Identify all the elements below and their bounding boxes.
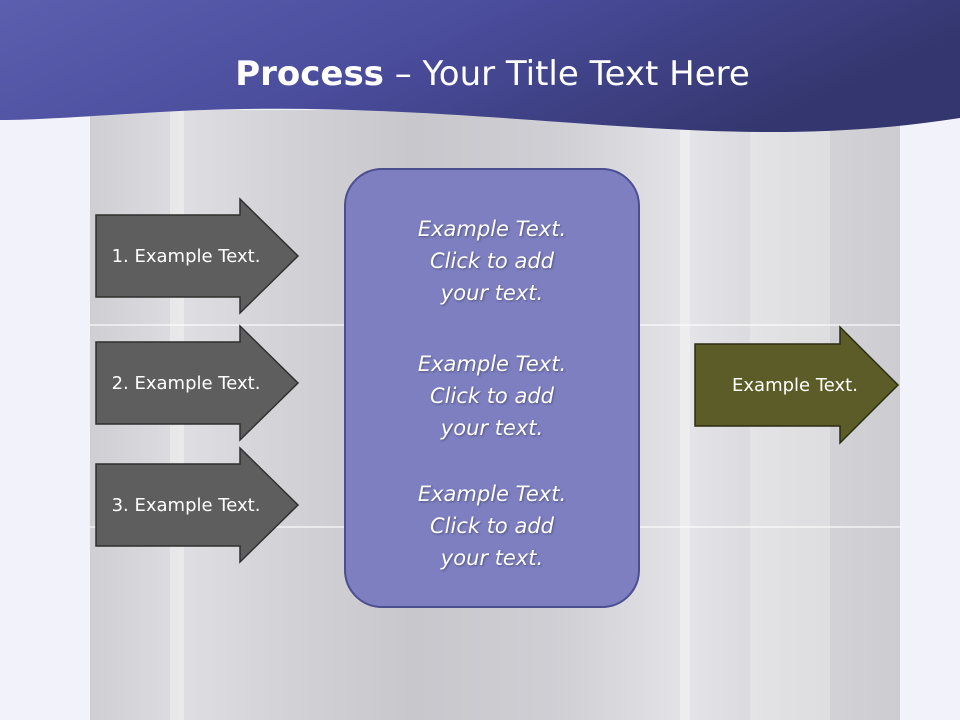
center-block-line: Example Text. bbox=[417, 482, 567, 506]
center-block-line: Click to add bbox=[429, 249, 554, 273]
center-text-box[interactable] bbox=[344, 168, 640, 608]
center-block-1: Example Text. Click to add your text. bbox=[344, 213, 640, 309]
center-block-3: Example Text. Click to add your text. bbox=[344, 478, 640, 574]
slide-title: Process – Your Title Text Here bbox=[0, 52, 960, 96]
header-band bbox=[0, 0, 960, 133]
photo-highlight bbox=[680, 110, 690, 720]
left-arrow-3-label: 3. Example Text. bbox=[111, 494, 261, 516]
center-block-line: your text. bbox=[440, 416, 544, 440]
center-block-line: Click to add bbox=[429, 384, 554, 408]
title-bold: Process bbox=[235, 54, 384, 94]
left-arrow-1[interactable] bbox=[95, 197, 300, 315]
left-arrow-1-label: 1. Example Text. bbox=[111, 245, 261, 267]
right-arrow-label: Example Text. bbox=[732, 374, 858, 396]
left-arrow-2-label: 2. Example Text. bbox=[111, 372, 261, 394]
center-block-line: Click to add bbox=[429, 514, 554, 538]
left-arrow-3[interactable] bbox=[95, 446, 300, 564]
title-rest: – Your Title Text Here bbox=[383, 54, 750, 94]
left-arrow-2[interactable] bbox=[95, 324, 300, 442]
right-arrow[interactable] bbox=[694, 325, 900, 445]
center-block-line: your text. bbox=[440, 546, 544, 570]
center-block-line: your text. bbox=[440, 281, 544, 305]
center-block-line: Example Text. bbox=[417, 217, 567, 241]
center-block-2: Example Text. Click to add your text. bbox=[344, 348, 640, 444]
center-block-line: Example Text. bbox=[417, 352, 567, 376]
